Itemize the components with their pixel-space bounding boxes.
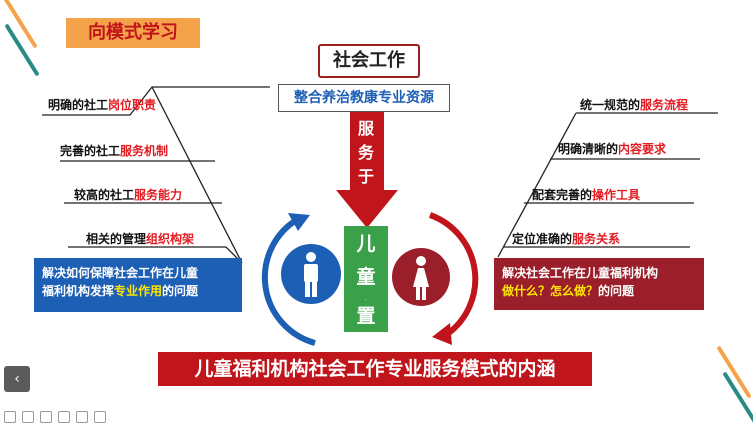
left-box-line1: 解决如何保障社会工作在儿童 (42, 266, 199, 280)
left-item: 完善的社工服务机制 (60, 142, 168, 159)
social-work-label: 社会工作 (318, 44, 420, 78)
left-item: 较高的社工服务能力 (74, 186, 182, 203)
right-item-plain: 配套完善的 (532, 188, 593, 202)
right-box-text: 的问题 (598, 284, 635, 298)
toolbar-icon[interactable] (94, 411, 106, 423)
right-item: 配套完善的操作工具 (532, 186, 640, 203)
left-tree-lines (42, 86, 270, 264)
right-summary-box: 解决社会工作在儿童福利机构 做什么？怎么做？的问题 (494, 258, 704, 310)
left-item-plain: 明确的社工 (48, 98, 109, 112)
child-char-last: 置 (344, 300, 388, 332)
cycle-arrows (261, 212, 479, 346)
left-item-plain: 完善的社工 (60, 144, 121, 158)
toolbar-icon[interactable] (58, 411, 70, 423)
left-item-highlight: 岗位职责 (108, 98, 157, 112)
serve-char: 服 (357, 119, 374, 138)
right-item-highlight: 服务关系 (572, 232, 621, 246)
resources-label: 整合养治教康专业资源 (278, 84, 450, 112)
right-item-plain: 明确清晰的 (558, 142, 619, 156)
child-char: 童 (356, 266, 376, 288)
child-char: 儿 (356, 233, 376, 255)
right-item-highlight: 服务流程 (640, 98, 689, 112)
left-box-text: 的问题 (162, 284, 199, 298)
serve-char: 务 (357, 143, 374, 162)
slide-title-tag: 向模式学习 (66, 18, 200, 48)
right-box-line1: 解决社会工作在儿童福利机构 (502, 266, 659, 280)
serve-char: 于 (357, 167, 374, 186)
toolbar-icon[interactable] (76, 411, 88, 423)
left-item: 明确的社工岗位职责 (48, 96, 156, 113)
left-item-plain: 相关的管理 (86, 232, 147, 246)
chevron-left-icon[interactable]: ‹ (4, 366, 30, 392)
left-item-highlight: 服务能力 (134, 188, 183, 202)
right-item-highlight: 操作工具 (592, 188, 641, 202)
serve-text: 服 务 于 (351, 117, 381, 189)
left-item-plain: 较高的社工 (74, 188, 135, 202)
right-box-line2: 做什么？怎么做？的问题 (502, 282, 696, 300)
right-item-plain: 定位准确的 (512, 232, 573, 246)
left-item: 相关的管理组织构架 (86, 230, 194, 247)
right-box-highlight: 做什么？怎么做？ (502, 284, 599, 298)
decor-stripe-tl-teal (4, 23, 40, 77)
left-summary-box: 解决如何保障社会工作在儿童 福利机构发挥专业作用的问题 (34, 258, 242, 312)
female-icon (392, 248, 450, 306)
left-box-line2: 福利机构发挥专业作用的问题 (42, 282, 234, 300)
right-item: 统一规范的服务流程 (580, 96, 688, 113)
right-item-plain: 统一规范的 (580, 98, 641, 112)
down-arrow-icon (336, 112, 398, 228)
left-box-highlight: 专业作用 (114, 284, 163, 298)
bottom-title: 儿童福利机构社会工作专业服务模式的内涵 (158, 352, 592, 386)
left-item-highlight: 服务机制 (120, 144, 169, 158)
right-item: 明确清晰的内容要求 (558, 140, 666, 157)
right-item-highlight: 内容要求 (618, 142, 667, 156)
left-box-text: 福利机构发挥 (42, 284, 115, 298)
toolbar-icon[interactable] (4, 411, 16, 423)
viewer-toolbar[interactable] (4, 408, 112, 423)
left-item-highlight: 组织构架 (146, 232, 195, 246)
toolbar-icon[interactable] (40, 411, 52, 423)
toolbar-icon[interactable] (22, 411, 34, 423)
right-item: 定位准确的服务关系 (512, 230, 620, 247)
male-icon (281, 244, 341, 304)
right-tree-lines (497, 112, 718, 258)
